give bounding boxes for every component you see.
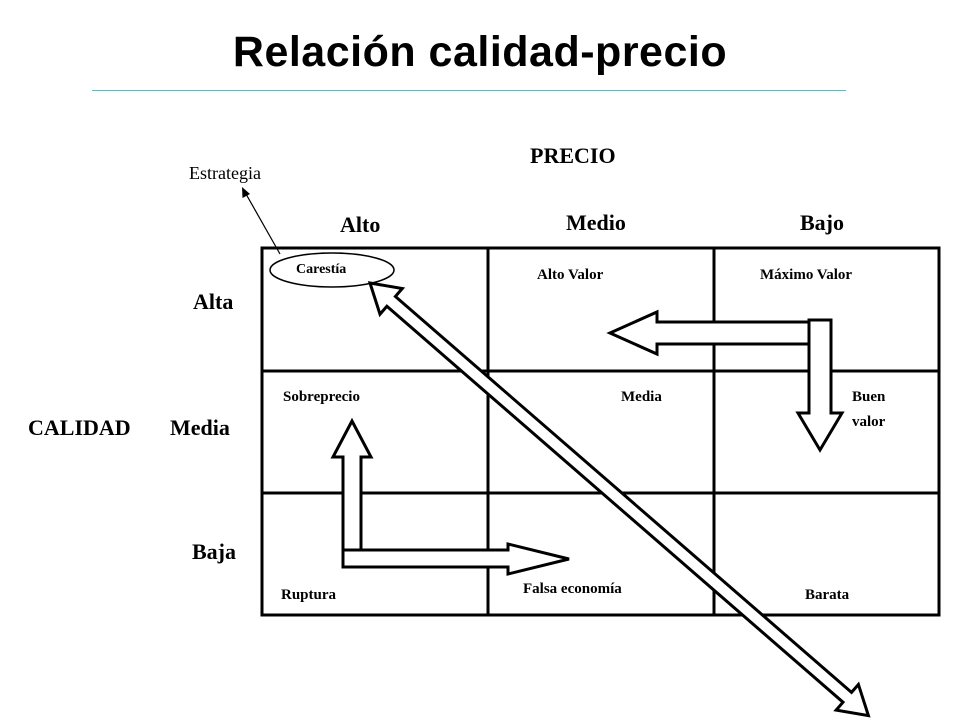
cell-media: Media xyxy=(621,389,662,405)
cell-buen: Buen xyxy=(852,389,886,405)
strategy-pointer-arrow xyxy=(242,187,281,255)
arrow-up-to-sobreprecio xyxy=(330,417,374,554)
cell-maximo-valor: Máximo Valor xyxy=(760,267,853,283)
arrow-left-to-alto-valor xyxy=(606,309,832,357)
price-col-alto: Alto xyxy=(340,212,381,237)
title-divider xyxy=(92,90,846,91)
arrow-right-to-falsa-economia xyxy=(341,542,570,576)
price-col-bajo: Bajo xyxy=(800,210,844,235)
price-col-medio: Medio xyxy=(566,210,626,235)
quality-row-alta: Alta xyxy=(193,289,234,314)
cell-alto-valor: Alto Valor xyxy=(537,267,604,283)
price-axis-label: PRECIO xyxy=(530,143,616,168)
quality-row-media: Media xyxy=(170,415,230,440)
cell-barata: Barata xyxy=(805,587,850,603)
cell-ruptura: Ruptura xyxy=(281,587,337,603)
cell-valor: valor xyxy=(852,414,886,430)
cell-carestia: Carestía xyxy=(296,262,347,277)
strategy-label: Estrategia xyxy=(189,163,261,183)
diagonal-double-arrow xyxy=(367,281,871,718)
cell-falsa-economia: Falsa economía xyxy=(523,581,622,597)
carestia-highlight-ellipse xyxy=(269,252,395,288)
arrow-down-to-buen-valor xyxy=(795,318,845,453)
quality-row-baja: Baja xyxy=(192,539,236,564)
page-title: Relación calidad-precio xyxy=(232,28,728,76)
quality-axis-label: CALIDAD xyxy=(28,415,131,440)
cell-sobreprecio: Sobreprecio xyxy=(283,389,360,405)
matrix-border xyxy=(260,246,941,617)
